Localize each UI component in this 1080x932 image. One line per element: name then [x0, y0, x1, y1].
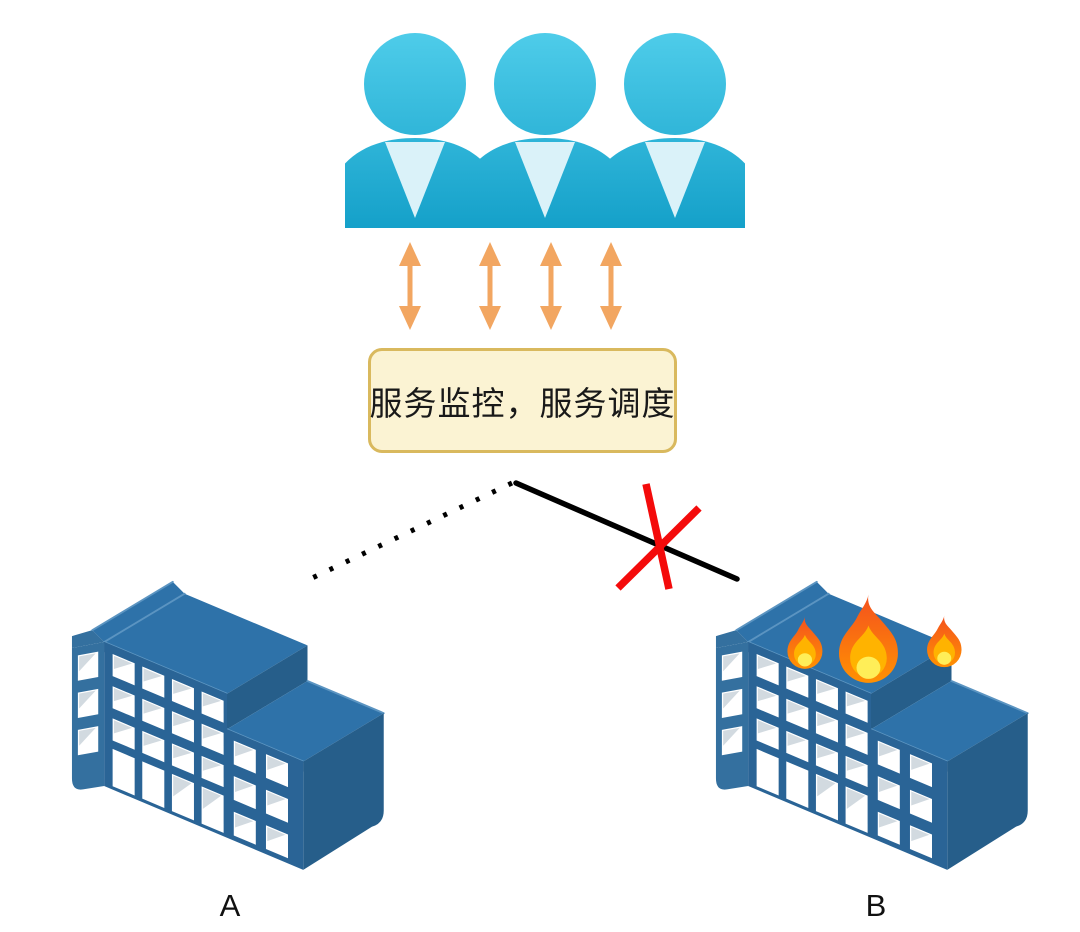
building-a-label: A [219, 888, 241, 923]
bidirectional-arrows-icon [399, 242, 622, 330]
solid-connection-to-b [513, 480, 740, 582]
dotted-connection-to-a [308, 480, 514, 582]
control-box-label: 服务监控，服务调度 [369, 384, 676, 422]
user-right-head [624, 33, 726, 135]
user-left-head [364, 33, 466, 135]
arrow-icon [479, 242, 501, 330]
red-cross-icon [615, 483, 702, 591]
user-center-head [494, 33, 596, 135]
fire-icon [927, 615, 962, 668]
arrow-icon [399, 242, 421, 330]
building-b-illustration [710, 570, 1032, 875]
building-a-illustration [66, 570, 388, 875]
building-b-label: B [865, 888, 887, 923]
arrow-icon [540, 242, 562, 330]
arrow-icon [600, 242, 622, 330]
users-icon [345, 33, 745, 228]
control-box: 服务监控，服务调度 [368, 348, 677, 453]
user-center [453, 138, 637, 228]
